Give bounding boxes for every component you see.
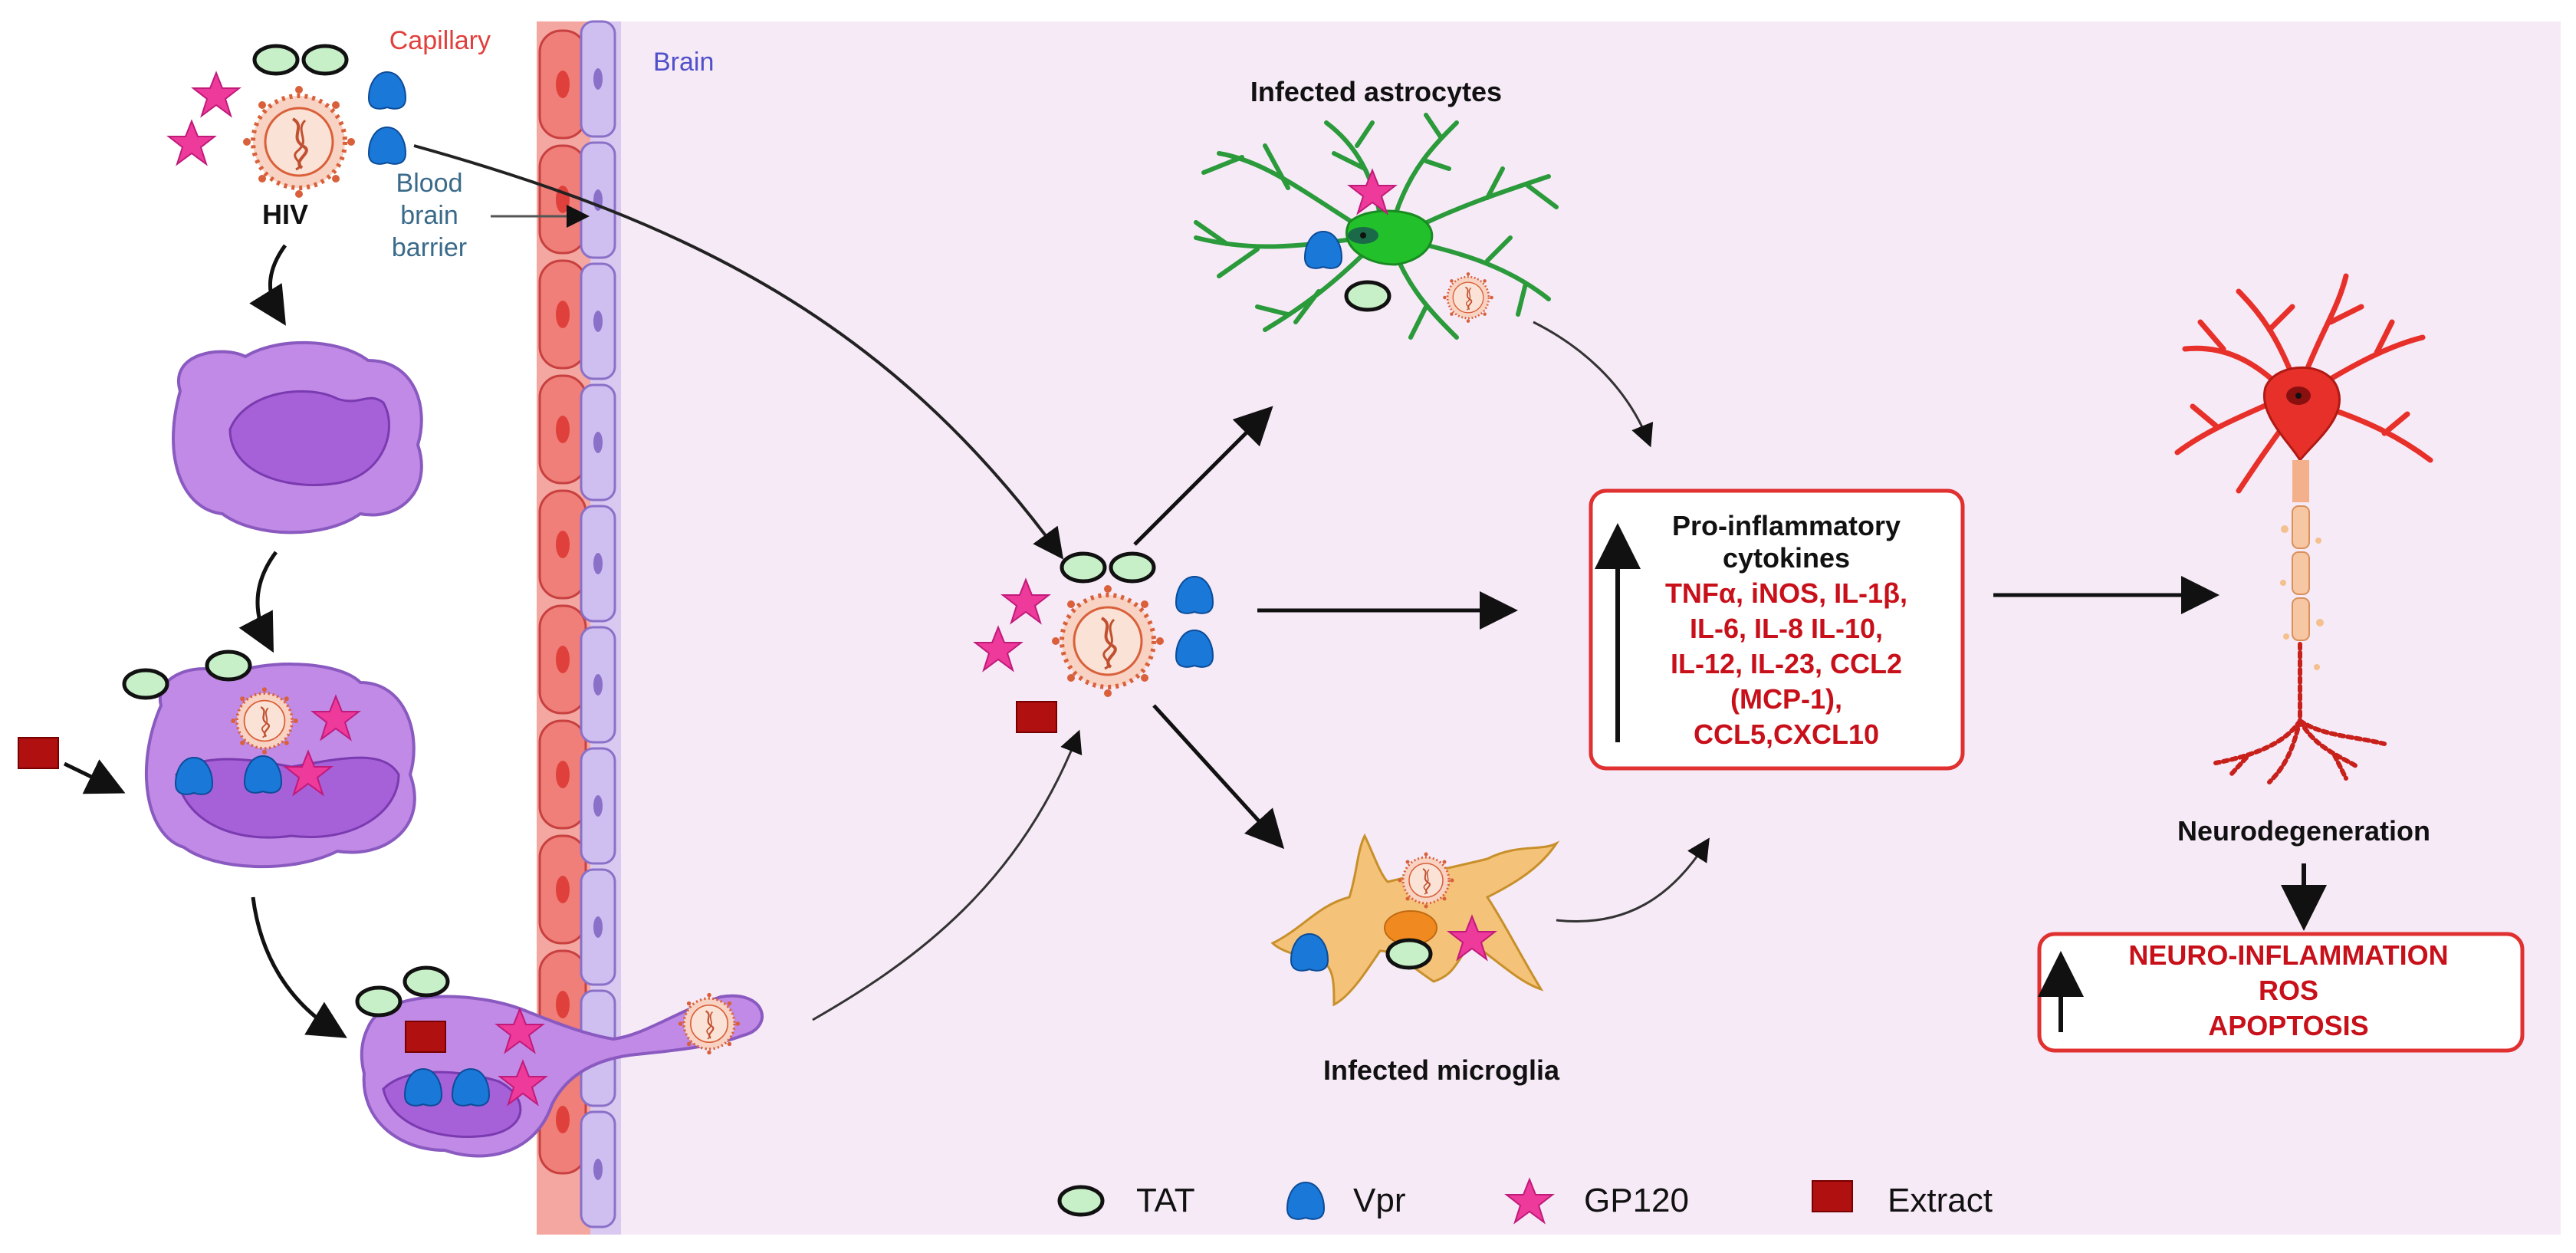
extract-square-left [18,737,59,769]
arrow-hiv-to-brain [413,144,1064,560]
cytokines-title-1: Pro-inflammatory [1672,510,1901,541]
bbb-label-line2: brain [400,201,458,230]
legend-label-tat: TAT [1136,1182,1195,1219]
capillary-label: Capillary [389,26,491,55]
degenerating-neuron [2174,273,2433,784]
cytokines-box: Pro-inflammatory cytokines TNFα, iNOS, I… [1589,488,1965,771]
arrow-hiv-to-monocyte [249,244,288,326]
cytokines-item-2: IL-6, IL-8 IL-10, [1690,613,1883,644]
bbb-label-line3: barrier [392,233,467,262]
extract-square-icon [1812,1180,1853,1212]
astrocyte-body [1304,169,1495,324]
legend: TAT Vpr GP120 Extract [1060,1179,1993,1223]
tat-oval-icon [1060,1187,1102,1215]
outcome-item-1: NEURO-INFLAMMATION [2128,939,2448,971]
infected-astrocytes-label: Infected astrocytes [1250,76,1502,107]
transmigrating-monocyte [357,968,764,1158]
arrow-extract-to-monocyte [63,759,126,794]
blood-brain-barrier [580,20,621,1235]
hiv-label: HIV [262,199,308,230]
cytokines-title-2: cytokines [1723,542,1850,574]
cytokines-item-5: CCL5,CXCL10 [1694,719,1879,750]
legend-label-extract: Extract [1888,1182,1993,1219]
arrow-transmigrating-to-brain [812,729,1083,1021]
outcome-item-3: APOPTOSIS [2208,1010,2368,1041]
arrow-astrocytes-to-cytokines [1533,321,1654,448]
monocyte [172,340,423,534]
infected-monocyte [124,652,416,869]
cytokines-item-1: TNFα, iNOS, IL-1β, [1665,577,1907,609]
neurodegeneration-label: Neurodegeneration [2177,815,2430,847]
outcome-item-2: ROS [2259,975,2318,1006]
cytokines-item-3: IL-12, IL-23, CCL2 [1671,648,1902,679]
infected-microglia-label: Infected microglia [1323,1054,1560,1086]
arrow-monocyte-to-infected [238,551,278,653]
arrow-infected-to-transmigrating [251,896,347,1038]
cytokines-item-4: (MCP-1), [1730,683,1842,715]
hiv-virion-top [168,46,406,198]
arrow-to-astrocytes [1133,406,1273,546]
bbb-label-line1: Blood [396,169,463,198]
arrow-to-microglia [1152,704,1285,850]
legend-label-gp120: GP120 [1584,1182,1689,1219]
infected-microglia [1270,833,1560,1007]
legend-label-vpr: Vpr [1353,1182,1405,1219]
arrow-microglia-to-cytokines [1556,837,1710,922]
outcome-box: NEURO-INFLAMMATION ROS APOPTOSIS [2037,932,2525,1053]
brain-label: Brain [653,48,714,77]
